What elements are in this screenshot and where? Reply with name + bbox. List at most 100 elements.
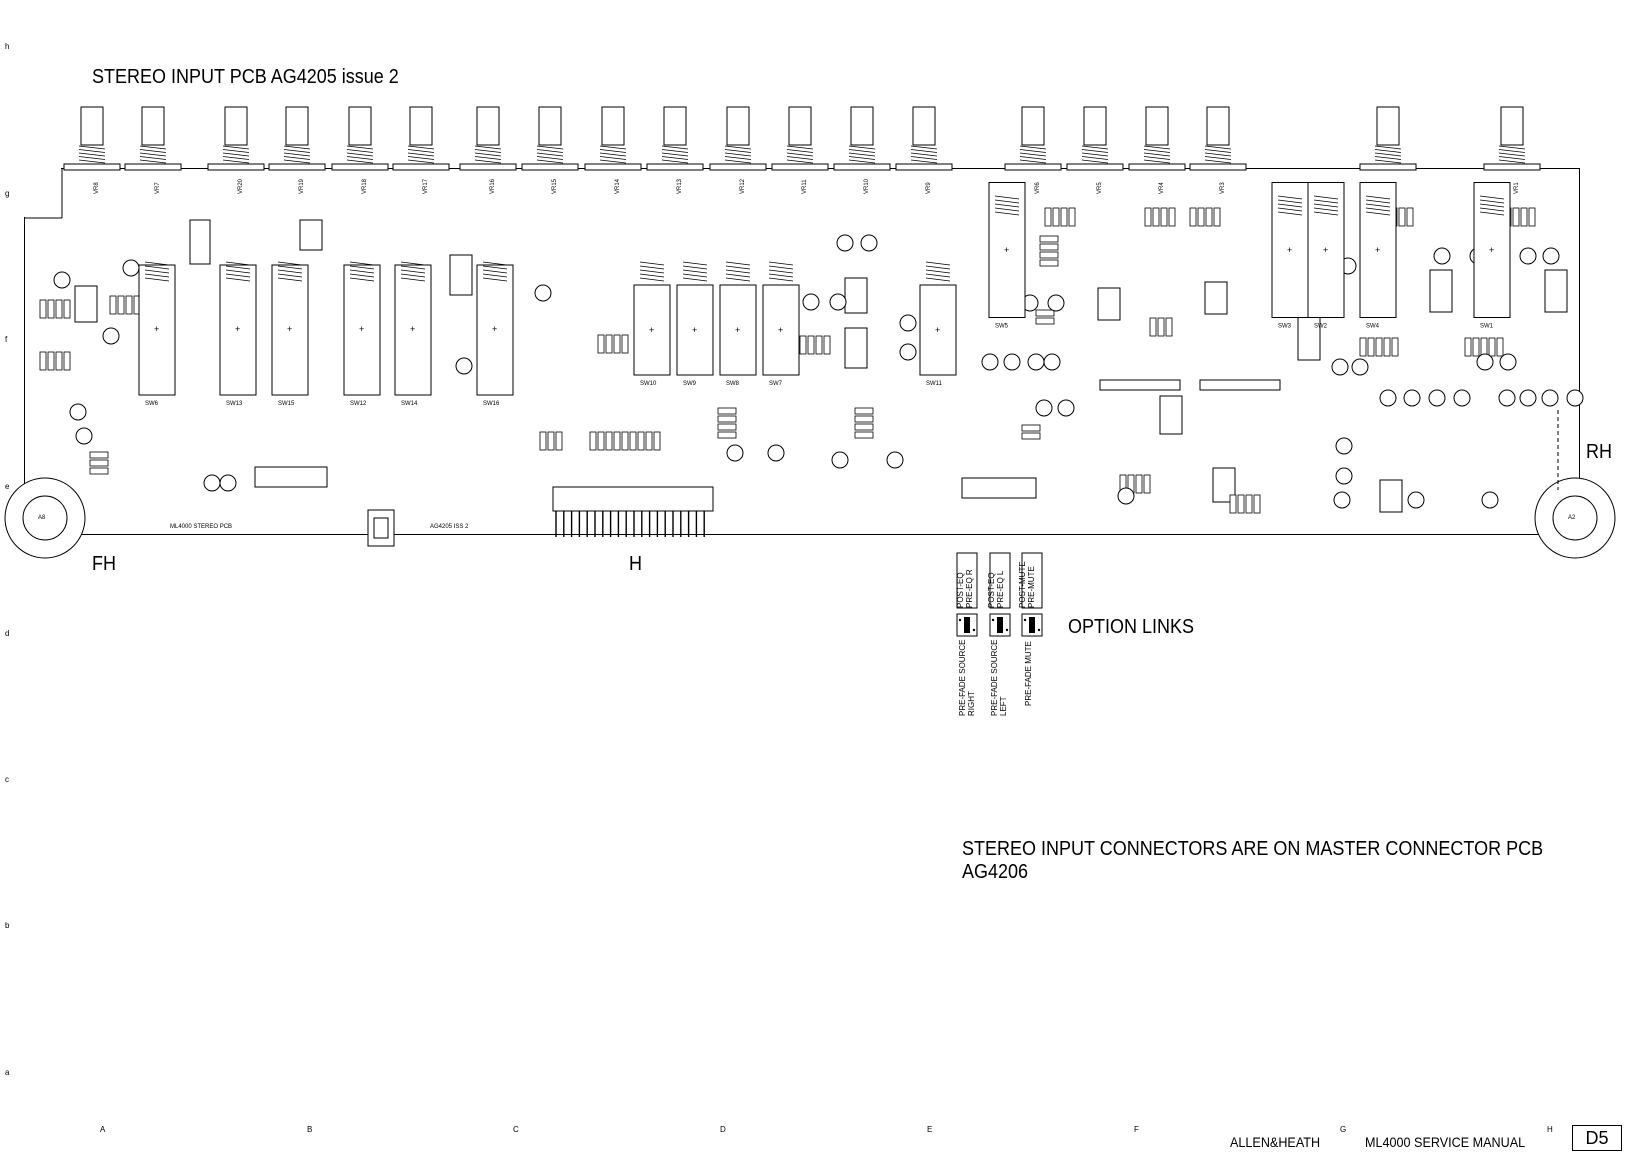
pot-label: VR7: [155, 182, 161, 194]
grid-col-d: D: [720, 1125, 726, 1134]
option-left-bottom: PRE-FADE SOURCE LEFT: [990, 639, 1008, 716]
option-link-2: [989, 552, 1011, 637]
connector-cn3: [552, 486, 714, 512]
pot-vr8: VR8: [63, 106, 121, 194]
svg-text:+: +: [492, 324, 497, 334]
switch-label: SW14: [401, 401, 418, 407]
pot-label: VR19: [299, 178, 305, 194]
switch-label: SW11: [926, 381, 943, 387]
pot-vr14: VR14: [584, 106, 642, 194]
pot-label: VR16: [490, 178, 496, 194]
grid-row-f: f: [5, 335, 8, 344]
pot-vr13: VR13: [646, 106, 704, 194]
grid-row-h: h: [5, 42, 10, 51]
switch-label: SW15: [278, 401, 295, 407]
footer-manual: ML4000 SERVICE MANUAL: [1365, 1134, 1526, 1150]
switch-label: SW4: [1366, 324, 1380, 330]
pot-label: VR15: [552, 178, 558, 194]
switch-label: SW9: [683, 381, 697, 387]
pot-vr7: VR7: [124, 106, 182, 194]
switch-sw9: + SW9: [676, 261, 714, 387]
option-link-1: [956, 552, 978, 637]
svg-text:+: +: [287, 324, 292, 334]
option-left-top: POST-EQ PRE-EQ L: [987, 570, 1005, 608]
switch-label: SW1: [1480, 324, 1494, 330]
switch-label: SW16: [483, 401, 500, 407]
switch-sw3: +SW3: [1271, 182, 1309, 330]
board-label-part: ML4000 STEREO PCB: [170, 524, 233, 530]
grid-col-h: H: [1547, 1125, 1553, 1134]
pot-vr11: VR11: [771, 106, 829, 194]
option-mute-top: POST-MUTE PRE-MUTE: [1018, 561, 1036, 608]
pot-label: VR9: [926, 182, 932, 194]
svg-text:+: +: [735, 325, 740, 335]
pot-vr18: VR18: [331, 106, 389, 194]
option-right-bottom: PRE-FADE SOURCE RIGHT: [958, 639, 976, 716]
footer-brand: ALLEN&HEATH: [1230, 1134, 1321, 1150]
grid-row-c: c: [5, 775, 9, 784]
switch-label: SW3: [1278, 324, 1292, 330]
hole-label-left: A8: [38, 515, 46, 521]
switch-label: SW2: [1314, 324, 1328, 330]
pot-vr3: VR3: [1189, 106, 1247, 194]
switch-label: SW7: [769, 381, 783, 387]
pot-vr16: VR16: [459, 106, 517, 194]
svg-text:+: +: [235, 324, 240, 334]
grid-row-b: b: [5, 921, 10, 930]
option-mute-bottom: PRE-FADE MUTE: [1024, 641, 1033, 706]
svg-text:+: +: [649, 325, 654, 335]
hole-label-right: A2: [1568, 515, 1576, 521]
svg-text:+: +: [1489, 245, 1494, 255]
svg-text:+: +: [692, 325, 697, 335]
grid-row-g: g: [5, 189, 10, 198]
switch-sw6: + SW6: [138, 261, 176, 407]
fixing-hole-right: [1534, 477, 1616, 559]
switch-label: SW10: [640, 381, 657, 387]
pot-label: VR20: [238, 178, 244, 194]
switch-sw7: +SW7: [762, 261, 800, 387]
pot-label: VR4: [1159, 182, 1165, 194]
grid-col-e: E: [927, 1125, 933, 1134]
pot-label: VR8: [94, 182, 100, 194]
pot-label: VR3: [1220, 182, 1226, 194]
fixing-label-h: H: [629, 553, 643, 575]
pot-vr9: VR9: [895, 106, 953, 194]
pot-label: VR5: [1097, 182, 1103, 194]
switch-sw8: + SW8: [719, 261, 757, 387]
pot-label: VR13: [677, 178, 683, 194]
switch-sw14: +SW14: [394, 261, 432, 407]
grid-col-a: A: [100, 1125, 106, 1134]
pot-vr15: VR15: [521, 106, 579, 194]
svg-text:+: +: [1323, 245, 1328, 255]
pot-vr10: VR10: [833, 106, 891, 194]
pot-label: VR12: [740, 178, 746, 194]
switch-sw5: +SW5: [988, 182, 1026, 330]
switch-sw2: + SW2: [1307, 182, 1345, 330]
switch-sw12: +SW12: [343, 261, 381, 407]
switch-sw4: + SW4: [1359, 182, 1397, 330]
grid-col-b: B: [307, 1125, 313, 1134]
switch-sw16: + SW16: [476, 261, 514, 407]
switch-sw1: + SW1: [1473, 182, 1511, 330]
switch-label: SW6: [145, 401, 159, 407]
pot-vr5: VR5: [1066, 106, 1124, 194]
pot-vr19: VR19: [268, 106, 326, 194]
option-links-label: OPTION LINKS: [1068, 616, 1195, 638]
switch-label: SW8: [726, 381, 740, 387]
svg-text:+: +: [154, 324, 159, 334]
grid-col-f: F: [1134, 1125, 1139, 1134]
svg-text:+: +: [1375, 245, 1380, 255]
pot-vr17: VR17: [392, 106, 450, 194]
pot-vr2: VR2: [1359, 106, 1417, 194]
option-link-3: [1021, 552, 1043, 637]
switch-label: SW13: [226, 401, 243, 407]
grid-row-a: a: [5, 1068, 10, 1077]
fixing-label-fh: FH: [92, 553, 117, 575]
pot-vr12: VR12: [709, 106, 767, 194]
pot-vr1: VR1: [1483, 106, 1541, 194]
switch-sw10: + SW10: [633, 261, 671, 387]
grid-row-e: e: [5, 482, 10, 491]
connectors-note: STEREO INPUT CONNECTORS ARE ON MASTER CO…: [962, 838, 1544, 883]
fixing-hole-left: [4, 477, 86, 559]
